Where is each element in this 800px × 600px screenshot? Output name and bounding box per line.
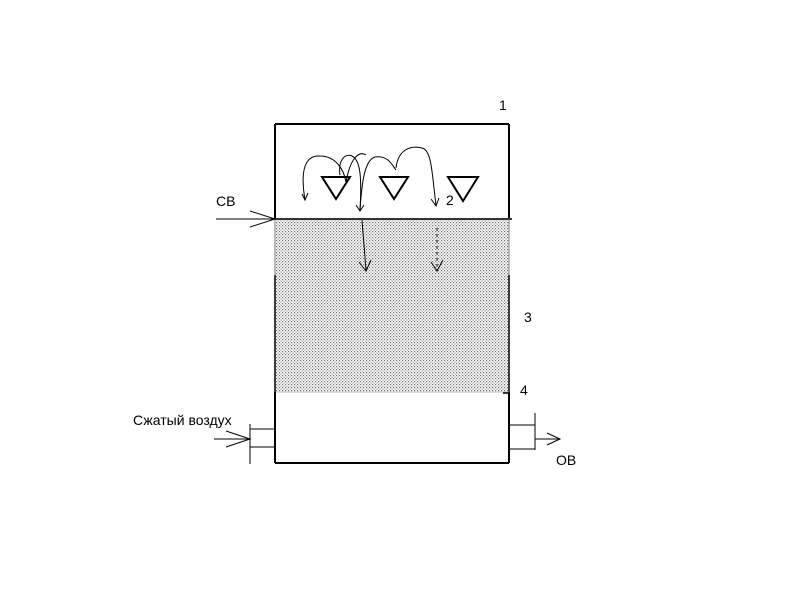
filter-media-layer	[276, 219, 509, 392]
flow-arrowheads	[301, 192, 444, 272]
compressed-air-inlet	[214, 424, 275, 464]
label-outlet: ОВ	[556, 452, 576, 468]
nozzle-triangle-icon	[320, 176, 352, 201]
nozzle-triangle-icon	[446, 176, 480, 203]
label-1: 1	[499, 97, 507, 113]
label-2: 2	[446, 192, 454, 208]
label-compressed-air: Сжатый воздух	[133, 412, 232, 428]
label-4: 4	[520, 382, 528, 398]
spray-flow-lines	[302, 146, 438, 271]
distributor-nozzles	[320, 176, 480, 203]
label-3: 3	[524, 309, 532, 325]
outlet-pipe	[509, 413, 562, 450]
inlet-arrow	[216, 210, 277, 228]
nozzle-triangle-icon	[378, 176, 410, 201]
label-inlet: СВ	[216, 193, 235, 209]
